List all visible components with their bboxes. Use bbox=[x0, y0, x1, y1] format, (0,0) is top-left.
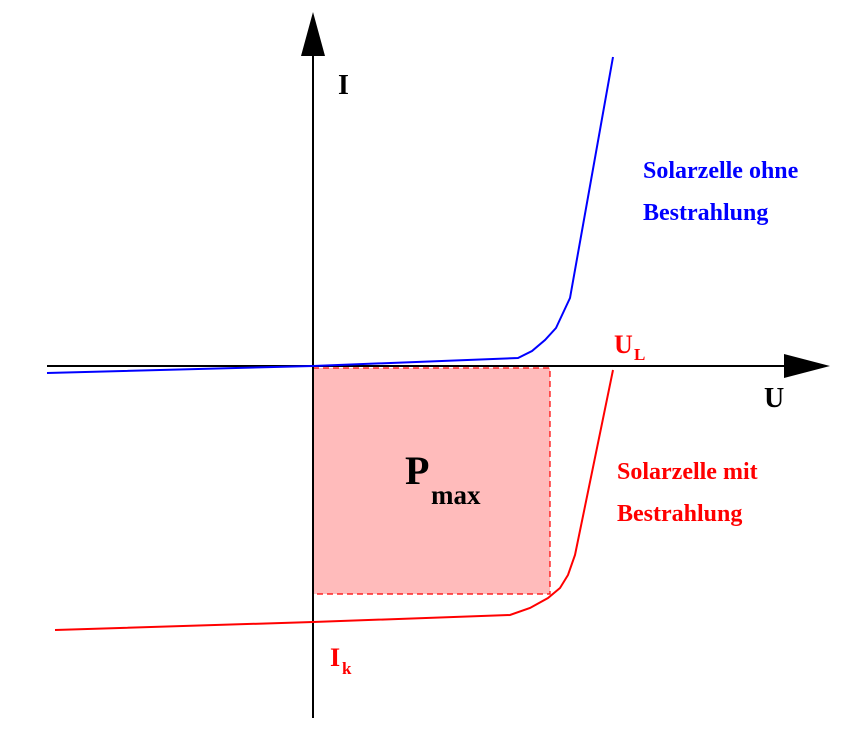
pmax-main: P bbox=[405, 448, 429, 493]
ik-main: I bbox=[330, 643, 340, 672]
x-axis-label: U bbox=[764, 383, 784, 414]
y-axis-arrowhead bbox=[301, 12, 325, 56]
open-circuit-voltage-label: U L bbox=[614, 330, 645, 364]
illuminated-curve-label-line1: Solarzelle mit bbox=[617, 459, 758, 485]
dark-curve bbox=[46, 56, 614, 374]
x-axis-arrowhead bbox=[784, 354, 830, 378]
pmax-sub: max bbox=[431, 480, 481, 510]
ul-main: U bbox=[614, 330, 633, 359]
pmax-area bbox=[312, 367, 551, 595]
ik-sub: k bbox=[342, 659, 352, 678]
short-circuit-current-label: I k bbox=[330, 643, 352, 678]
illuminated-curve bbox=[54, 369, 614, 631]
dark-curve-label-line1: Solarzelle ohne bbox=[643, 158, 799, 184]
illuminated-curve-label-line2: Bestrahlung bbox=[617, 501, 742, 527]
pmax-label: P max bbox=[405, 448, 481, 510]
ul-sub: L bbox=[634, 345, 645, 364]
dark-curve-label-line2: Bestrahlung bbox=[643, 200, 768, 226]
y-axis-label: I bbox=[338, 70, 349, 101]
